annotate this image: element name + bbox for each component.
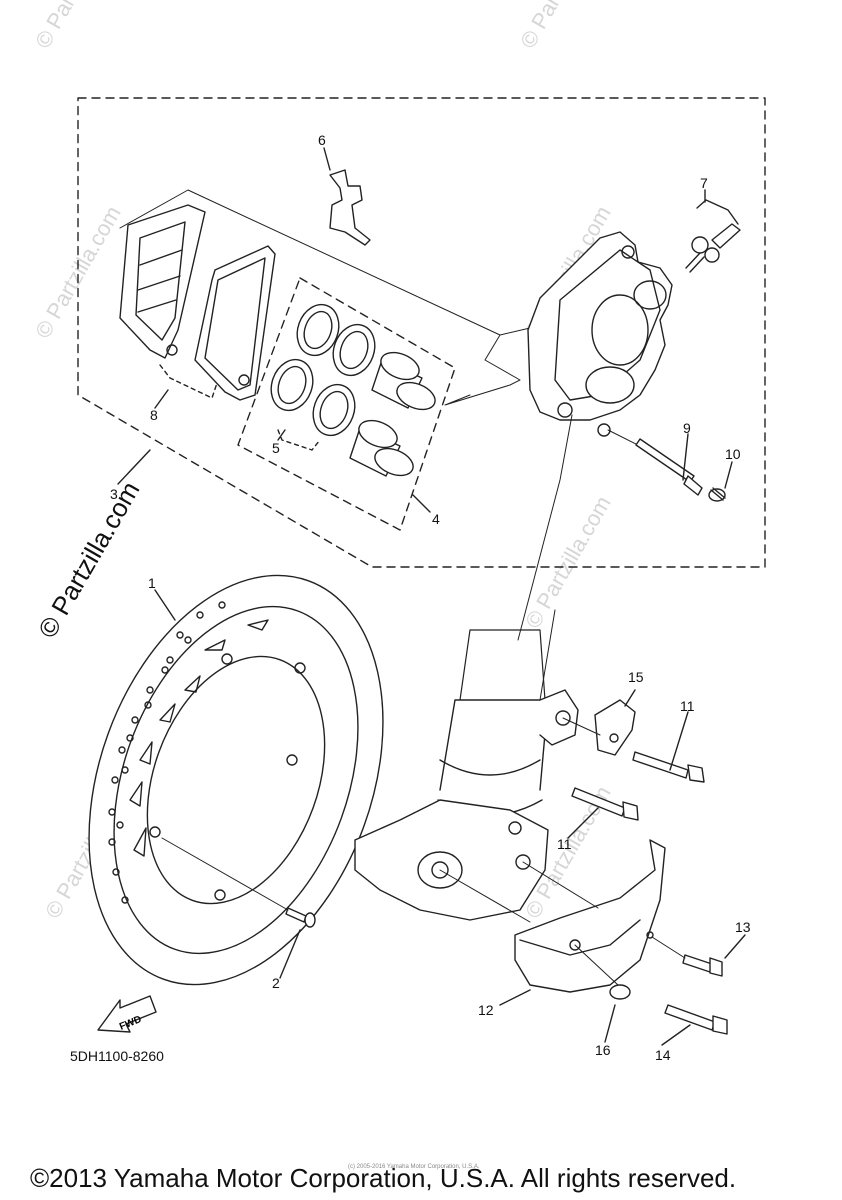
brake-disc [88, 574, 384, 986]
copyright-small: (c) 2005-2016 Yamaha Motor Corporation, … [348, 1164, 480, 1170]
bolt [632, 751, 705, 783]
callout-13: 13 [735, 919, 751, 935]
piston-seal [332, 323, 376, 377]
bolt [571, 787, 639, 821]
callout-10: 10 [725, 446, 741, 462]
front-fork [354, 629, 579, 921]
pad-bracket [159, 364, 219, 399]
callout-1: 1 [148, 575, 156, 591]
callout-8: 8 [150, 407, 158, 423]
callout-14: 14 [655, 1047, 671, 1063]
pad-spring [329, 169, 371, 246]
brake-pad-rear [194, 245, 276, 401]
callout-2: 2 [272, 975, 280, 991]
bolt [682, 954, 723, 977]
caliper-kit-dashed-box [77, 97, 766, 568]
fwd-arrow-icon [97, 995, 157, 1033]
piston [371, 351, 436, 411]
brake-caliper [527, 231, 673, 437]
bleed-screw [685, 223, 741, 273]
callout-12: 12 [478, 1002, 494, 1018]
callout-3: 3 [110, 486, 118, 502]
diagram-code: 5DH1100-8260 [70, 1048, 164, 1064]
disc-bolt [285, 907, 316, 928]
piston-seal [270, 358, 314, 412]
callout-16: 16 [595, 1042, 611, 1058]
piston-seal [312, 383, 356, 437]
seal-kit-dashed-box [237, 277, 456, 531]
callout-7: 7 [700, 175, 708, 191]
caliper-pin [635, 438, 703, 496]
piston [349, 419, 414, 477]
callout-11: 11 [680, 698, 695, 714]
bleed-bracket [696, 199, 739, 225]
seal-bracket [277, 429, 321, 451]
washer [609, 984, 631, 1000]
piston-seal [296, 303, 340, 357]
callout-15: 15 [628, 669, 644, 685]
callout-6: 6 [318, 132, 326, 148]
bolt [664, 1004, 728, 1035]
guard-bracket [594, 699, 636, 756]
callout-4: 4 [432, 511, 440, 527]
copyright-notice: ©2013 Yamaha Motor Corporation, U.S.A. A… [30, 1163, 737, 1193]
callout-9: 9 [683, 420, 691, 436]
callout-5: 5 [272, 440, 280, 456]
brake-pad-front [119, 204, 206, 359]
callout-11: 11 [557, 836, 572, 852]
disc-guard [514, 839, 666, 993]
pin-boot [708, 487, 726, 502]
